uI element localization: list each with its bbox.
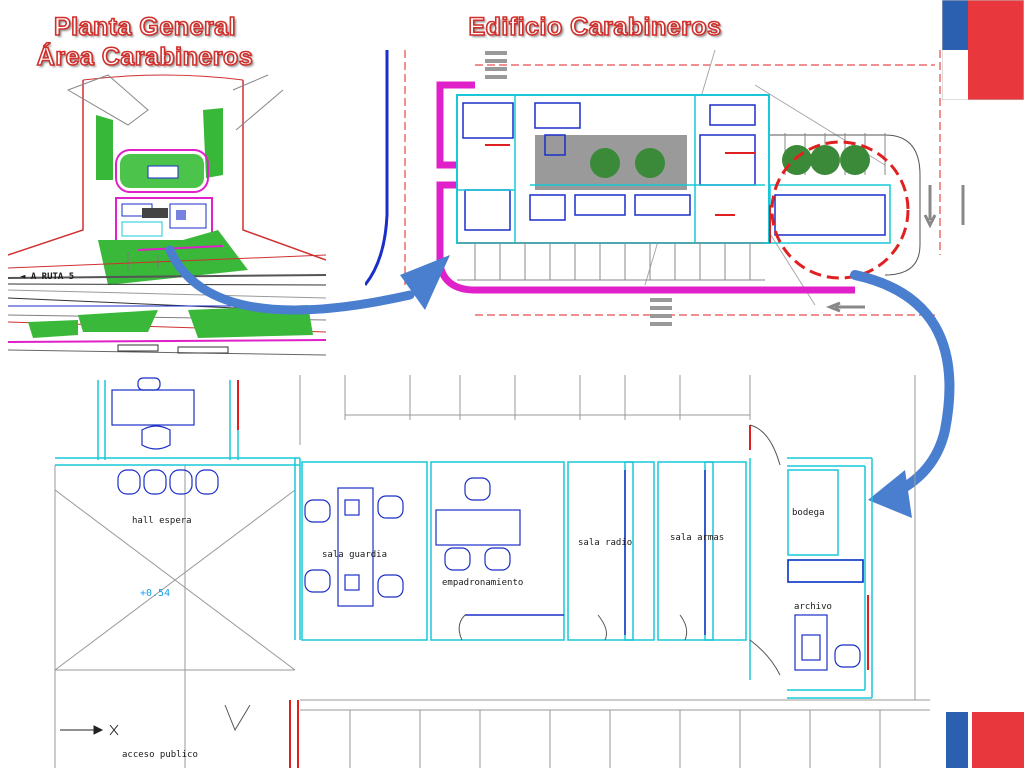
room-label-registry: empadronamiento: [442, 578, 524, 588]
room-label-public-access: acceso publico: [122, 750, 198, 760]
room-label-arms: sala armas: [670, 533, 725, 543]
site-plan-title: Planta General Área Carabineros: [30, 12, 260, 72]
flag-decoration-bottom: [946, 712, 1024, 768]
building-plan-drawing: [363, 45, 965, 335]
room-label-hall: hall espera: [132, 516, 192, 526]
site-plan-title-line1: Planta General: [53, 12, 237, 42]
arrow-site-to-building: [165, 245, 450, 315]
level-mark: +0.54: [140, 588, 171, 599]
arrow-building-to-floorplan: [850, 270, 955, 518]
floor-plan-drawing: hall espera +0.54 sala guardia empadrona…: [50, 370, 930, 768]
room-label-radio: sala radio: [578, 538, 633, 548]
room-label-storage: bodega: [792, 508, 825, 518]
building-title: Edificio Carabineros: [468, 12, 722, 42]
flag-decoration-top: [941, 0, 1024, 101]
site-plan-drawing: ◄ A RUTA 5: [7, 70, 327, 370]
room-label-archive: archivo: [794, 602, 832, 612]
room-label-guard: sala guardia: [322, 550, 388, 560]
site-plan-title-line2: Área Carabineros: [36, 42, 254, 72]
road-label: ◄ A RUTA 5: [20, 272, 75, 282]
